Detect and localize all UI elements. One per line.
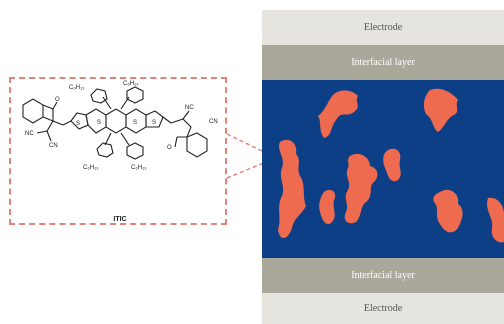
electrode-bottom: Electrode — [262, 293, 504, 324]
interfacial-layer-bottom: Interfacial layer — [262, 258, 504, 293]
sulfur-4: S — [152, 120, 156, 126]
oxygen-left: O — [55, 97, 60, 103]
sulfur-2: S — [97, 120, 101, 126]
itic-structure: O NC CN S S S S NC CN O C₆H₁₃ C₆H₁₃ C₆H₁… — [22, 81, 218, 171]
substituent-2: C₆H₁₃ — [123, 81, 139, 87]
substituent-4: C₆H₁₃ — [131, 165, 147, 171]
substituent-1: C₆H₁₃ — [69, 85, 85, 91]
substituent-3: C₆H₁₃ — [83, 165, 99, 171]
nc-right: NC — [185, 105, 194, 111]
active-layer — [262, 80, 504, 258]
device-stack: Electrode Interfacial layer Interfacial … — [262, 10, 504, 324]
cn-right: CN — [209, 119, 218, 125]
molecule-name: ITIC — [113, 216, 127, 223]
nc-left: NC — [25, 131, 34, 137]
sulfur-1: S — [76, 121, 80, 127]
electrode-top: Electrode — [262, 10, 504, 45]
molecule-callout: O NC CN S S S S NC CN O C₆H₁₃ C₆H₁₃ C₆H₁… — [9, 77, 227, 225]
cn-left: CN — [49, 143, 58, 149]
sulfur-3: S — [133, 120, 137, 126]
interfacial-layer-top: Interfacial layer — [262, 45, 504, 80]
phase-separation-morphology — [278, 88, 504, 243]
oxygen-right: O — [167, 145, 172, 151]
